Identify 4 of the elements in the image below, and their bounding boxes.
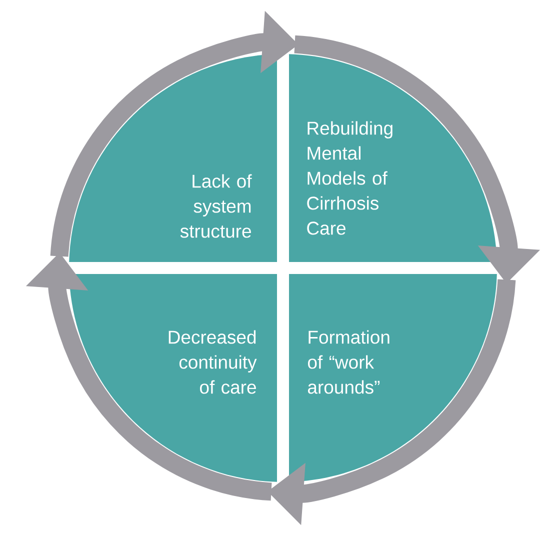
quadrant-segment: Rebuilding Mental Models of Cirrhosis Care	[289, 54, 497, 262]
quadrant-segment: Decreased continuity of care	[69, 274, 277, 482]
quadrant-segment: Lack of system structure	[69, 54, 277, 262]
quadrant-segment: Formation of “work arounds”	[289, 274, 497, 482]
